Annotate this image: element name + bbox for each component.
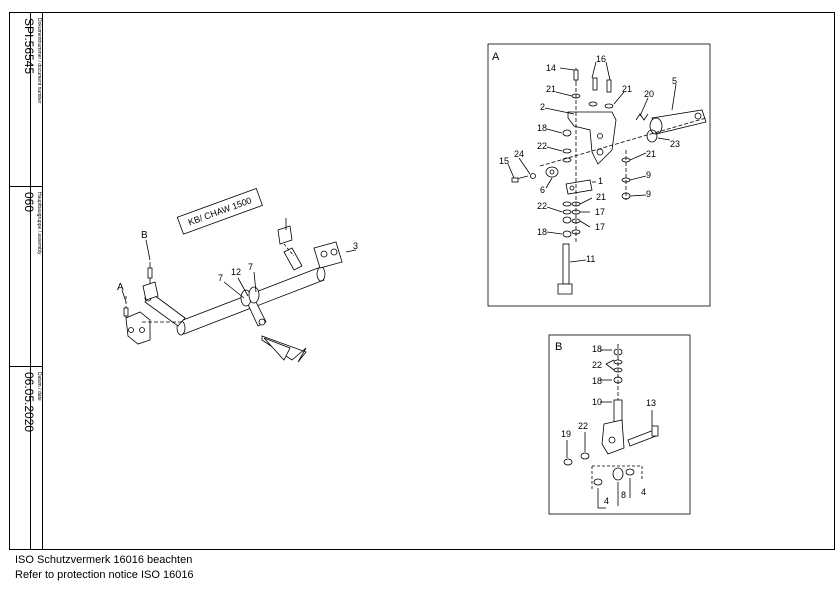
- plate-part-1: [565, 179, 593, 195]
- detail-a-assembly: [507, 61, 707, 295]
- title-block-divider: [30, 12, 31, 550]
- part-label-12: 12: [231, 267, 241, 277]
- detail-a-label: 14: [546, 63, 556, 73]
- detail-a-label: 1: [598, 176, 603, 186]
- detail-a-label: 20: [644, 89, 654, 99]
- part-label-3: 3: [353, 241, 358, 251]
- rod-part-11: [562, 243, 570, 285]
- detail-b-label: 4: [641, 487, 646, 497]
- detail-a-label: 22: [537, 141, 547, 151]
- title-block-separator: [9, 186, 42, 187]
- detail-a-label: 18: [537, 227, 547, 237]
- detail-b-label: 22: [592, 360, 602, 370]
- detail-a-label: 15: [499, 156, 509, 166]
- detail-a-label: 9: [646, 170, 651, 180]
- detail-b-label: 8: [621, 490, 626, 500]
- detail-b-assembly: [563, 344, 659, 509]
- bracket-part-2: [567, 111, 617, 165]
- detail-a-label: 11: [586, 254, 595, 264]
- part-label-7: 7: [248, 262, 253, 272]
- detail-b-labels: B 18 22 18 10 13 22 19 8 4 4: [555, 341, 656, 506]
- detail-b-label: 18: [592, 344, 602, 354]
- detail-a-label: 17: [595, 207, 605, 217]
- detail-a-label: 21: [546, 84, 556, 94]
- title-block-separator: [9, 366, 42, 367]
- linkage-top: [277, 225, 293, 245]
- detail-b-label: 22: [578, 421, 588, 431]
- bracket-right: [313, 241, 343, 269]
- detail-b-label: 4: [604, 496, 609, 506]
- clevis-part-10: [613, 399, 623, 423]
- detail-a-label: 22: [537, 201, 547, 211]
- detail-b-frame: [548, 334, 691, 515]
- detail-a-title: A: [492, 51, 500, 63]
- detail-a-label: 9: [646, 189, 651, 199]
- detail-b-label: 18: [592, 376, 602, 386]
- detail-a-label: 21: [596, 192, 606, 202]
- detail-a-label: 2: [540, 102, 545, 112]
- detail-a-frame: [487, 43, 711, 307]
- part-label-7: 7: [218, 273, 223, 283]
- model-label-box: KB/ CHAW 1500: [176, 187, 263, 235]
- detail-a-label: 16: [596, 54, 606, 64]
- detail-a-label: 18: [537, 123, 547, 133]
- detail-a-label: 21: [646, 149, 656, 159]
- detail-a-label: 6: [540, 185, 545, 195]
- detail-b-label: 13: [646, 398, 656, 408]
- bracket-a: [125, 311, 151, 345]
- detail-a-labels: A 14 16 21 21 2 5 20 18 23 22 21 15 24 6…: [492, 51, 680, 264]
- tube-end: [316, 266, 326, 282]
- bracket-b: [142, 281, 159, 301]
- detail-a-label: 5: [672, 76, 677, 86]
- right-lever: [283, 247, 303, 271]
- detail-a-label: 24: [514, 149, 524, 159]
- footer-protection-notice-en: Refer to protection notice ISO 16016: [15, 569, 194, 581]
- detail-b-label: 10: [592, 397, 602, 407]
- detail-a-label: 21: [622, 84, 632, 94]
- detail-a-label: 17: [595, 222, 605, 232]
- detail-a-label: 23: [670, 139, 680, 149]
- footer-protection-notice-de: ISO Schutzvermerk 16016 beachten: [15, 554, 193, 566]
- callout-a: A: [117, 282, 124, 293]
- detail-b-label: 19: [561, 429, 571, 439]
- callout-b: B: [141, 230, 148, 241]
- title-block-sidebar: [9, 12, 43, 550]
- drawing-frame: [9, 12, 835, 550]
- detail-b-title: B: [555, 341, 562, 353]
